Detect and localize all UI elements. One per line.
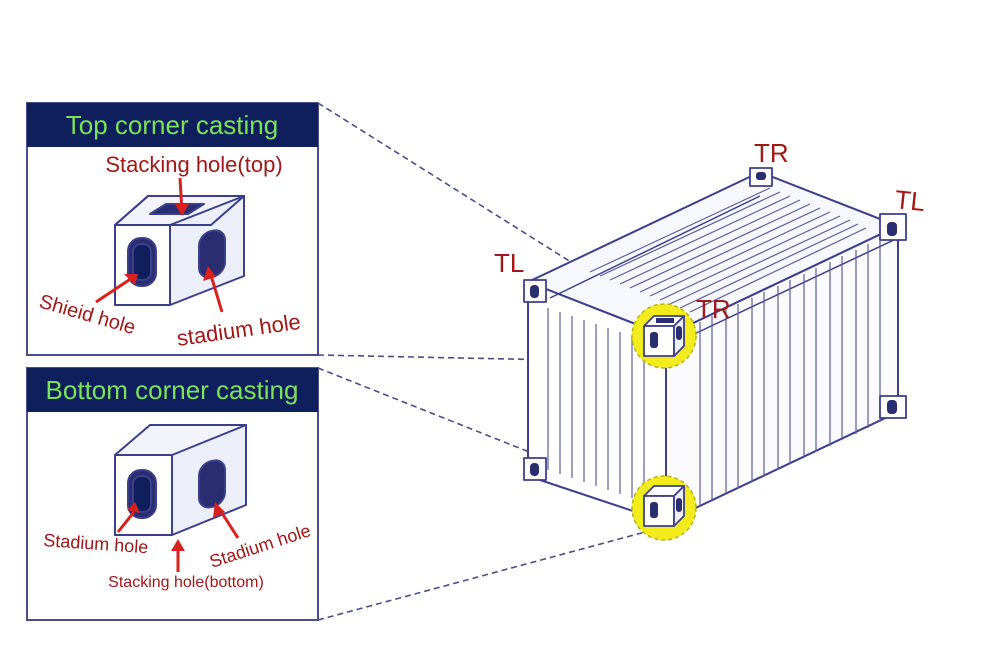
top-panel-title: Top corner casting (66, 110, 278, 140)
top-corner-panel: Top corner casting Stacking hole(top) (26, 102, 319, 356)
callout-lines (317, 102, 661, 621)
highlight-top-corner (631, 303, 697, 369)
door-corrugation (547, 308, 645, 502)
bottom-corner-panel: Bottom corner casting Stadium hole Stadi… (26, 367, 319, 621)
bottom-panel-arrows (116, 502, 240, 572)
callout-line-top-upper (317, 102, 661, 319)
bottom-panel-title: Bottom corner casting (46, 375, 299, 405)
roof-corrugation (589, 187, 867, 313)
stadium-hole-bottom-right (198, 459, 226, 509)
stacking-hole-top-label: Stacking hole(top) (105, 152, 282, 177)
tag-far-left: TL (893, 184, 926, 217)
highlight-bottom-corner (631, 475, 697, 541)
bottom-panel-header (27, 368, 318, 412)
tag-front-right: TR (696, 294, 731, 324)
tag-back-right: TR (754, 138, 789, 168)
shipping-container (523, 167, 907, 541)
tag-front-left: TL (494, 248, 524, 278)
side-corrugation (699, 238, 881, 506)
stacking-hole-bottom-label: Stacking hole(bottom) (108, 574, 264, 591)
top-panel-arrows (95, 177, 224, 313)
top-panel-header (27, 103, 318, 147)
stacking-hole-top (149, 203, 205, 215)
callout-line-top-lower (317, 354, 653, 363)
callout-line-bottom-lower (317, 527, 661, 621)
